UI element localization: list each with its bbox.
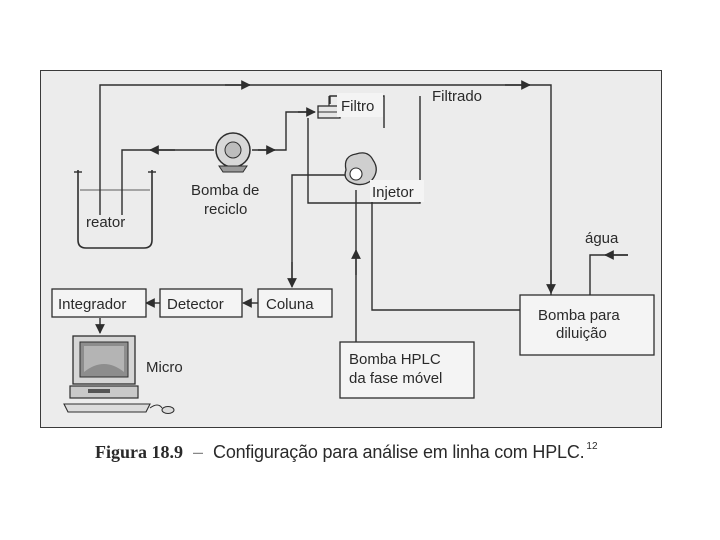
label-bomba-diluicao-1: Bomba para bbox=[538, 307, 620, 324]
caption-dash: – bbox=[193, 442, 204, 462]
label-bomba-reciclo-2: reciclo bbox=[204, 201, 247, 218]
label-detector: Detector bbox=[167, 296, 224, 313]
line-reactor-outlet-top bbox=[99, 84, 552, 300]
filter-icon bbox=[317, 96, 341, 119]
caption-label: Figura 18.9 bbox=[95, 442, 183, 462]
label-bomba-diluicao-2: diluição bbox=[556, 325, 607, 342]
line-diluicao-to-injector bbox=[371, 190, 520, 311]
label-injetor-box bbox=[370, 180, 424, 202]
box-coluna: Coluna bbox=[257, 288, 333, 318]
label-filtro: Filtro bbox=[341, 98, 374, 115]
computer-icon bbox=[63, 335, 175, 414]
line-pump-to-filter bbox=[252, 111, 310, 151]
line-injector-to-coluna bbox=[291, 174, 350, 285]
line-reactor-return bbox=[121, 149, 214, 215]
figure-caption: Figura 18.9–Configuração para análise em… bbox=[95, 441, 598, 463]
label-reator: reator bbox=[86, 214, 125, 231]
label-coluna: Coluna bbox=[266, 296, 314, 313]
box-detector: Detector bbox=[159, 288, 243, 318]
label-filtrado: Filtrado bbox=[432, 88, 482, 105]
label-filtro-box bbox=[337, 93, 383, 117]
label-bomba-hplc-1: Bomba HPLC bbox=[349, 351, 441, 368]
box-bomba-hplc: Bomba HPLC da fase móvel bbox=[339, 341, 475, 399]
box-bomba-diluicao: Bomba para diluição bbox=[519, 294, 655, 356]
injector-icon bbox=[344, 152, 377, 186]
caption-ref: 12 bbox=[586, 441, 598, 452]
label-bomba-hplc-2: da fase móvel bbox=[349, 370, 442, 387]
label-micro: Micro bbox=[146, 359, 183, 376]
reactor-vessel: reator bbox=[74, 170, 156, 249]
label-bomba-reciclo-1: Bomba de bbox=[191, 182, 259, 199]
label-injetor: Injetor bbox=[372, 184, 414, 201]
label-agua: água bbox=[585, 230, 619, 247]
box-integrador: Integrador bbox=[51, 288, 147, 318]
caption-text: Configuração para análise em linha com H… bbox=[213, 442, 585, 462]
recycle-pump-icon bbox=[215, 132, 251, 173]
label-integrador: Integrador bbox=[58, 296, 126, 313]
line-injector-loop bbox=[307, 96, 421, 204]
line-agua bbox=[589, 254, 628, 295]
